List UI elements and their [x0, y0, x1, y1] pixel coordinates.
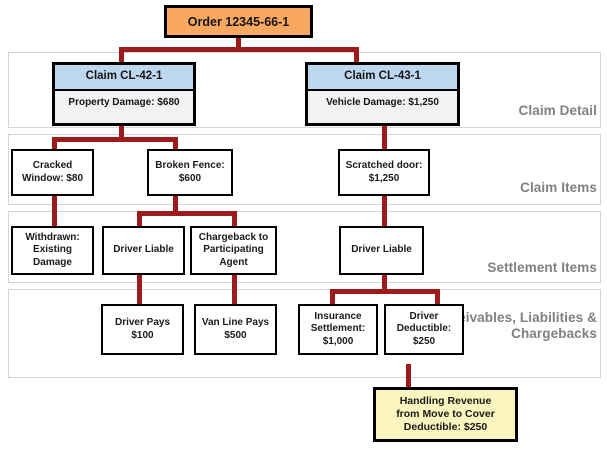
connector-driver-liable2-bus [330, 289, 440, 294]
node-driver-liable-1-label: Driver Liable [113, 244, 174, 256]
connector-driver-liable2-to-deductible [435, 289, 440, 304]
connector-claim42-to-cracked-window [52, 137, 57, 149]
node-driver-pays-line1: Driver Pays [114, 317, 171, 328]
node-scratched-door-line1: Scratched door: [345, 160, 423, 171]
node-driver-deductible-line2: Deductible: [396, 323, 452, 335]
lane-label-claim-detail: Claim Detail [518, 103, 597, 118]
connector-broken-fence-bus [137, 211, 237, 216]
connector-order-stem [236, 38, 241, 52]
node-driver-deductible-line1: Driver [409, 310, 439, 322]
node-handling-revenue-line2: from Move to Cover [396, 408, 495, 420]
node-broken-fence[interactable]: Broken Fence: $600 [147, 149, 233, 196]
connector-claim43-to-scratched-door [382, 126, 387, 149]
connector-order-to-claim-42 [119, 47, 124, 62]
node-van-line-pays-line2: $500 [224, 329, 247, 341]
node-insurance-settlement-line2: Settlement: [310, 323, 366, 335]
connector-claim42-bus [52, 137, 178, 142]
node-broken-fence-line2: $600 [178, 172, 202, 184]
node-driver-pays-line2: $100 [131, 329, 154, 341]
connector-driver-liable2-stem [382, 275, 387, 291]
connector-broken-fence-stem [173, 196, 178, 213]
connector-chargeback-to-van-line-pays [232, 275, 237, 304]
node-van-line-pays-line1: Van Line Pays [201, 317, 270, 328]
node-insurance-settlement-line3: $1,000 [322, 335, 354, 347]
node-chargeback-line3: Agent [219, 256, 248, 268]
node-insurance-settlement-line1: Insurance [314, 310, 362, 322]
node-cracked-window[interactable]: Cracked Window: $80 [11, 149, 94, 196]
node-driver-deductible[interactable]: Driver Deductible: $250 [384, 304, 464, 355]
node-driver-liable-1[interactable]: Driver Liable [102, 226, 185, 275]
node-driver-pays[interactable]: Driver Pays $100 [101, 304, 184, 355]
node-chargeback-participating-agent[interactable]: Chargeback to Participating Agent [190, 226, 277, 275]
connector-driver-liable2-to-insurance [330, 289, 335, 304]
connector-order-bus [119, 47, 359, 52]
connector-scratched-door-to-driver-liable2 [382, 196, 387, 226]
node-order-label: Order 12345-66-1 [187, 14, 290, 29]
node-insurance-settlement[interactable]: Insurance Settlement: $1,000 [298, 304, 378, 355]
lane-label-claim-items: Claim Items [520, 180, 597, 195]
node-claim-cl-42-1-header: Claim CL-42-1 [55, 65, 193, 91]
node-withdrawn-line2: Existing [33, 244, 72, 256]
node-handling-revenue-line1: Handling Revenue [399, 395, 492, 407]
node-driver-liable-2[interactable]: Driver Liable [339, 226, 424, 275]
node-withdrawn-existing-damage[interactable]: Withdrawn: Existing Damage [11, 226, 94, 275]
node-chargeback-line2: Participating [203, 244, 264, 256]
node-order[interactable]: Order 12345-66-1 [164, 5, 313, 38]
node-withdrawn-line1: Withdrawn: [25, 231, 80, 243]
connector-deductible-to-handling-revenue [406, 364, 411, 387]
lane-label-receivables-line2: Liabilities & [519, 310, 597, 325]
connector-broken-fence-to-driver-liable [137, 211, 142, 226]
lane-label-settlement-items: Settlement Items [487, 260, 597, 275]
connector-claim42-stem [119, 126, 124, 139]
node-scratched-door[interactable]: Scratched door: $1,250 [338, 149, 430, 196]
node-van-line-pays[interactable]: Van Line Pays $500 [194, 304, 277, 355]
connector-driver-liable1-to-driver-pays [137, 275, 142, 304]
node-driver-liable-2-label: Driver Liable [351, 244, 412, 256]
lane-label-receivables: Receivables, Liabilities & Chargebacks [397, 310, 597, 341]
connector-broken-fence-to-chargeback [232, 211, 237, 226]
node-claim-cl-43-1[interactable]: Claim CL-43-1 Vehicle Damage: $1,250 [305, 62, 460, 126]
node-claim-cl-42-1[interactable]: Claim CL-42-1 Property Damage: $680 [52, 62, 196, 126]
node-claim-cl-42-1-body: Property Damage: $680 [68, 97, 180, 108]
lane-claim-items [8, 134, 601, 205]
node-cracked-window-line1: Cracked [32, 160, 73, 171]
node-broken-fence-line1: Broken Fence: [155, 160, 225, 171]
node-driver-deductible-line3: $250 [412, 335, 436, 347]
node-handling-revenue-line3: Deductible: $250 [403, 421, 488, 433]
node-scratched-door-line2: $1,250 [368, 172, 400, 184]
node-cracked-window-line2: Window: $80 [21, 172, 84, 184]
lane-label-receivables-line3: Chargebacks [511, 325, 597, 341]
node-claim-cl-43-1-body: Vehicle Damage: $1,250 [326, 97, 439, 108]
node-chargeback-line1: Chargeback to [198, 231, 269, 243]
connector-cracked-window-to-withdrawn [52, 196, 57, 226]
connector-claim42-to-broken-fence [173, 137, 178, 149]
node-claim-cl-43-1-header: Claim CL-43-1 [308, 65, 457, 91]
node-withdrawn-line3: Damage [33, 256, 72, 268]
connector-order-to-claim-43 [354, 47, 359, 62]
node-handling-revenue[interactable]: Handling Revenue from Move to Cover Dedu… [373, 387, 518, 442]
